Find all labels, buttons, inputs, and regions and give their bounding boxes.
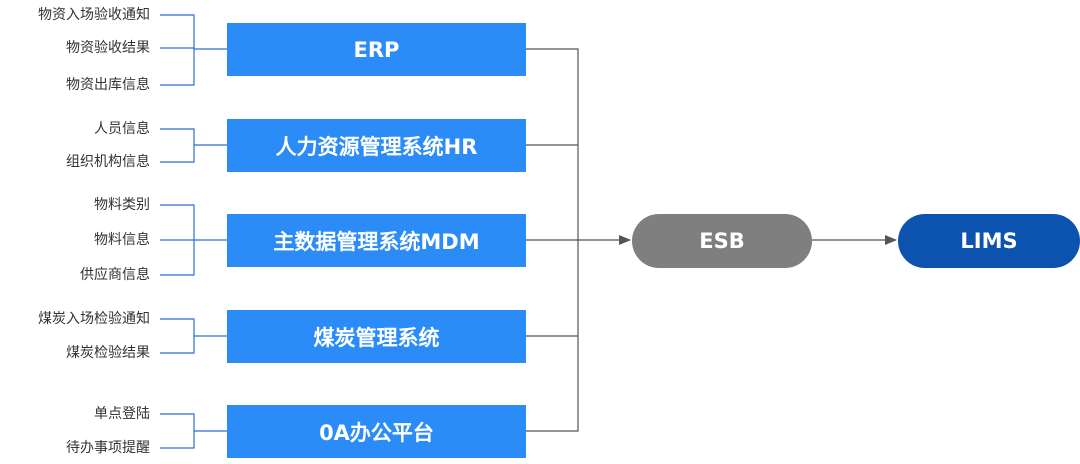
oa-system-box: 0A办公平台 xyxy=(227,405,526,458)
coal-item-label: 煤炭入场检验通知 xyxy=(38,311,150,327)
erp-item-label: 物资验收结果 xyxy=(66,40,150,56)
coal-item-label: 煤炭检验结果 xyxy=(66,345,150,361)
merge-bus xyxy=(526,48,897,432)
erp-item-brackets xyxy=(160,14,227,86)
erp-item-label: 物资出库信息 xyxy=(66,77,150,93)
coal-item-brackets xyxy=(160,318,227,354)
mdm-item-brackets xyxy=(160,204,227,276)
oa-item-label: 待办事项提醒 xyxy=(66,440,150,456)
oa-item-label: 单点登陆 xyxy=(94,406,150,422)
mdm-system-box: 主数据管理系统MDM xyxy=(227,214,526,267)
oa-item-brackets xyxy=(160,413,227,449)
hr-system-box: 人力资源管理系统HR xyxy=(227,119,526,172)
erp-system-box: ERP xyxy=(227,23,526,76)
mdm-item-label: 物料信息 xyxy=(94,232,150,248)
mdm-item-label: 供应商信息 xyxy=(80,267,150,283)
mdm-item-label: 物料类别 xyxy=(94,197,150,213)
hr-item-brackets xyxy=(160,128,227,163)
coal-system-box: 煤炭管理系统 xyxy=(227,310,526,363)
hr-item-label: 人员信息 xyxy=(94,121,150,137)
hr-item-label: 组织机构信息 xyxy=(66,154,150,170)
lims-node: LIMS xyxy=(898,214,1080,268)
erp-item-label: 物资入场验收通知 xyxy=(38,7,150,23)
esb-node: ESB xyxy=(632,214,812,268)
